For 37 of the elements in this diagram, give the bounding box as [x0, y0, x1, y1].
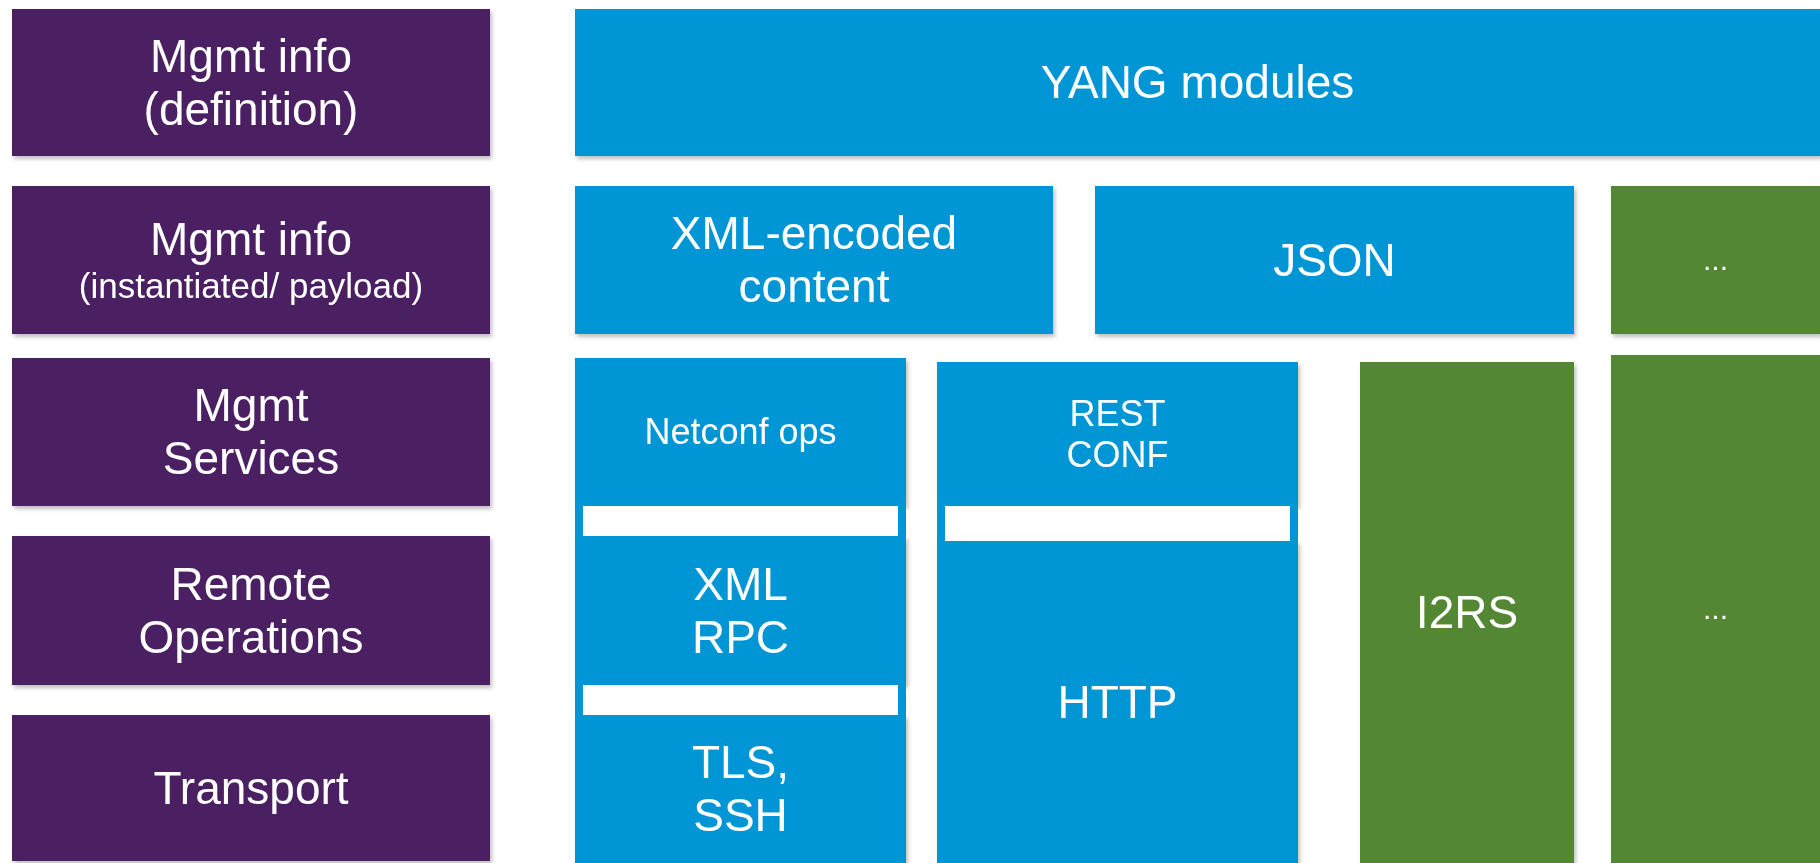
protocol-box	[1095, 186, 1574, 334]
protocol-box	[937, 541, 1298, 863]
box-label: XML-encoded content	[669, 207, 959, 313]
box-label: Remote Operations	[137, 557, 365, 664]
protocol-box	[575, 186, 1053, 334]
box-label: HTTP	[1057, 675, 1178, 729]
layer-label-box	[12, 186, 490, 334]
box-label: (definition)	[143, 82, 359, 136]
box-label: TLS, SSH	[690, 736, 791, 842]
protocol-box	[937, 362, 1298, 506]
protocol-box	[575, 536, 906, 685]
box-label: Transport	[153, 761, 349, 815]
layer-joint	[937, 506, 1298, 541]
protocol-box	[575, 9, 1820, 156]
layer-label-box	[12, 9, 490, 156]
other-protocol-box	[1360, 362, 1574, 863]
box-label: Mgmt Services	[161, 379, 341, 485]
layer-label-box	[12, 358, 490, 506]
box-label: ...	[1703, 591, 1728, 627]
box-label: I2RS	[1415, 586, 1519, 639]
layer-label-box	[12, 715, 490, 861]
layer-joint	[575, 685, 906, 715]
box-label: YANG modules	[1040, 56, 1355, 109]
box-label: XML RPC	[690, 557, 791, 664]
box-label: JSON	[1273, 233, 1396, 287]
box-label: Mgmt info	[150, 213, 352, 267]
box-label: ...	[1703, 242, 1728, 278]
other-protocol-box	[1611, 186, 1820, 334]
layer-joint	[575, 506, 906, 536]
layer-label-box	[12, 536, 490, 685]
box-label: (instantiated/ payload)	[78, 266, 424, 307]
protocol-box	[575, 715, 906, 863]
box-label: Netconf ops	[644, 411, 837, 453]
box-label: REST CONF	[1065, 392, 1170, 476]
protocol-box	[575, 358, 906, 506]
other-protocol-box	[1611, 355, 1820, 863]
box-label: Mgmt info	[150, 29, 352, 83]
